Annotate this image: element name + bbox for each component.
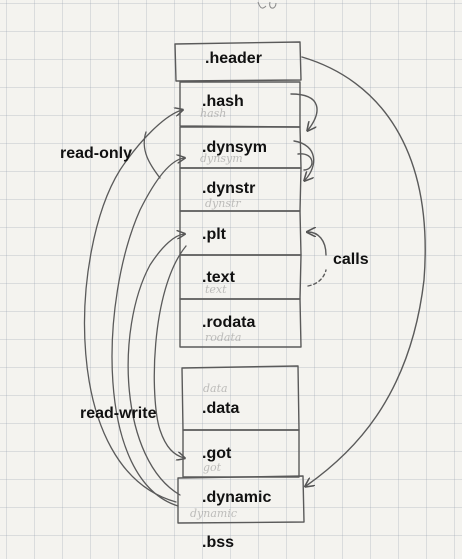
read-write-annotation: read-write [80,405,157,422]
calls-annotation: calls [333,251,369,268]
calls-tail-scribble [307,269,327,287]
erased-trace: got [203,461,222,474]
dynsym-to-dynstr-arrow [293,140,315,180]
dynamic-to-plt-arrow [127,234,184,496]
erased-trace: dynstr [205,197,241,210]
text-box [179,254,302,300]
rodata-box [179,298,302,348]
section-header-label: .header [205,50,262,67]
erased-trace: data [203,382,228,395]
erased-trace: hash [200,107,227,120]
erased-trace: dynamic [190,507,238,520]
section-bss-label: .bss [202,534,235,551]
calls-arrow [308,232,327,256]
section-dynsym-label: .dynsym [202,139,267,156]
read-only-annotation: read-only [60,145,133,162]
hash-to-dynsym-arrow [290,93,318,130]
section-dynamic-label: .dynamic [202,489,272,506]
section-plt-label: .plt [202,226,226,243]
erased-trace: dynsym [200,152,243,165]
readonly-brace-scribble [143,131,161,179]
dynamic-to-hash-arrow [83,110,182,503]
section-rodata-label: .rodata [202,314,256,331]
plt-box [179,210,302,256]
dynamic-box [177,475,305,524]
erased-trace: rodata [205,331,242,344]
section-text-label: .text [202,269,235,286]
header-box [174,41,302,82]
header-to-dynamic-arrow [301,56,426,486]
got-box [182,429,300,478]
section-got-label: .got [202,445,232,462]
data-box [181,365,300,431]
top-scribble [257,1,277,9]
dynamic-to-dynsym-arrow [111,158,184,507]
section-dynstr-label: .dynstr [202,180,256,197]
dynstr-curl-arrow [297,153,313,171]
section-hash-label: .hash [202,93,244,110]
erased-trace: text [205,283,227,296]
section-data-label: .data [202,400,240,417]
plt-to-got-arrow [153,245,186,458]
